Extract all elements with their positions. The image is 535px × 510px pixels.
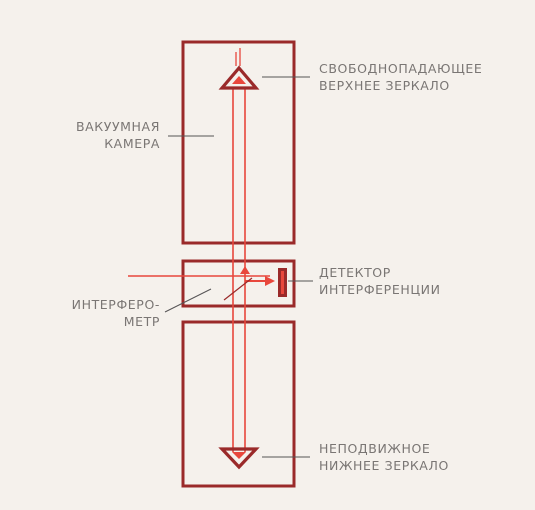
- label-detector-line2: ИНТЕРФЕРЕНЦИИ: [319, 282, 441, 297]
- upper-vacuum-chamber: [181, 40, 296, 245]
- beam-arrow-up: [240, 266, 250, 274]
- leader-lines: [164, 76, 313, 458]
- bottom-mirror-icon: [218, 447, 260, 470]
- label-top-mirror-line2: ВЕРХНЕЕ ЗЕРКАЛО: [319, 78, 450, 93]
- lower-chamber: [181, 320, 296, 488]
- label-vacuum-chamber-line1: ВАКУУМНАЯ: [75, 119, 160, 134]
- label-interferometer-line2: МЕТР: [123, 314, 160, 329]
- label-bottom-mirror-line2: НИЖНЕЕ ЗЕРКАЛО: [319, 458, 449, 473]
- label-interferometer-line1: ИНТЕРФЕРО-: [71, 297, 160, 312]
- label-interferometer: ИНТЕРФЕРО- МЕТР: [72, 296, 160, 330]
- top-mirror-icon: [218, 65, 260, 90]
- interferometer-box: [181, 259, 296, 308]
- interference-detector-icon: [278, 268, 287, 297]
- label-top-mirror-line1: СВОБОДНОПАДАЮЩЕЕ: [319, 61, 483, 76]
- falling-motion-lines: [235, 48, 241, 66]
- label-top-mirror: СВОБОДНОПАДАЮЩЕЕ ВЕРХНЕЕ ЗЕРКАЛО: [319, 60, 482, 94]
- label-vacuum-chamber-line2: КАМЕРА: [104, 136, 160, 151]
- label-bottom-mirror: НЕПОДВИЖНОЕ НИЖНЕЕ ЗЕРКАЛО: [319, 440, 449, 474]
- label-detector: ДЕТЕКТОР ИНТЕРФЕРЕНЦИИ: [319, 264, 441, 298]
- label-detector-line1: ДЕТЕКТОР: [319, 265, 391, 280]
- leader-interferometer: [164, 288, 212, 313]
- beam-splitter: [223, 277, 253, 301]
- label-vacuum-chamber: ВАКУУМНАЯ КАМЕРА: [76, 118, 160, 152]
- label-bottom-mirror-line1: НЕПОДВИЖНОЕ: [319, 441, 431, 456]
- beam-arrow-to-detector: [245, 276, 275, 286]
